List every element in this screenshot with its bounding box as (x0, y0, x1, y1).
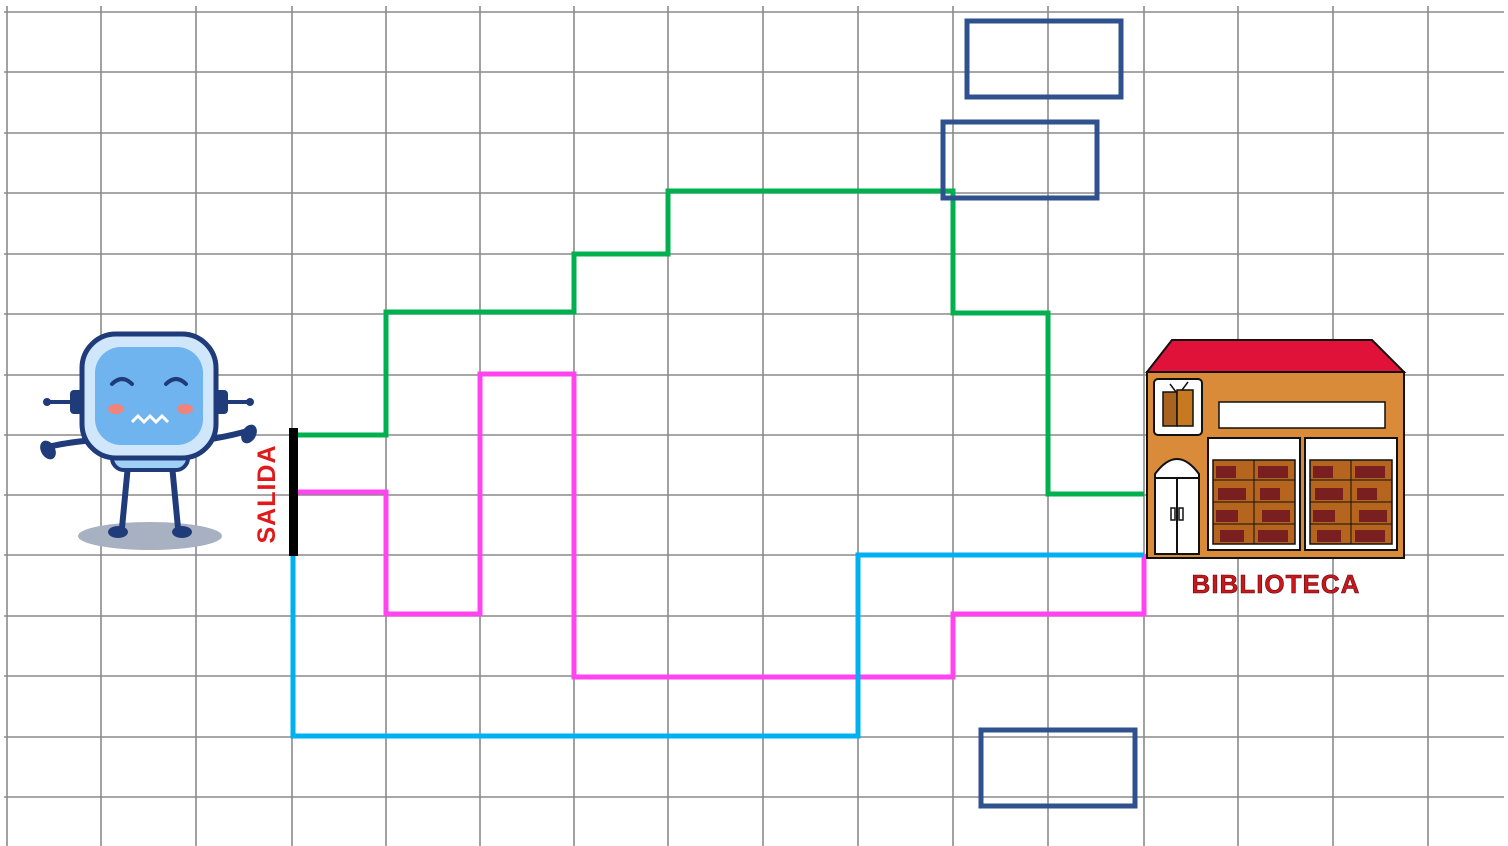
start-bar (289, 428, 298, 556)
path-blue[interactable] (293, 555, 1144, 736)
library-building-icon (1147, 340, 1404, 558)
destination-label: BIBLIOTECA (1192, 569, 1361, 599)
answer-box-3[interactable] (981, 730, 1135, 806)
path-green[interactable] (296, 191, 1144, 494)
path-pink[interactable] (296, 374, 1144, 677)
start-label: SALIDA (253, 444, 281, 543)
robot-character-icon (37, 334, 260, 550)
answer-box-1[interactable] (967, 21, 1121, 97)
